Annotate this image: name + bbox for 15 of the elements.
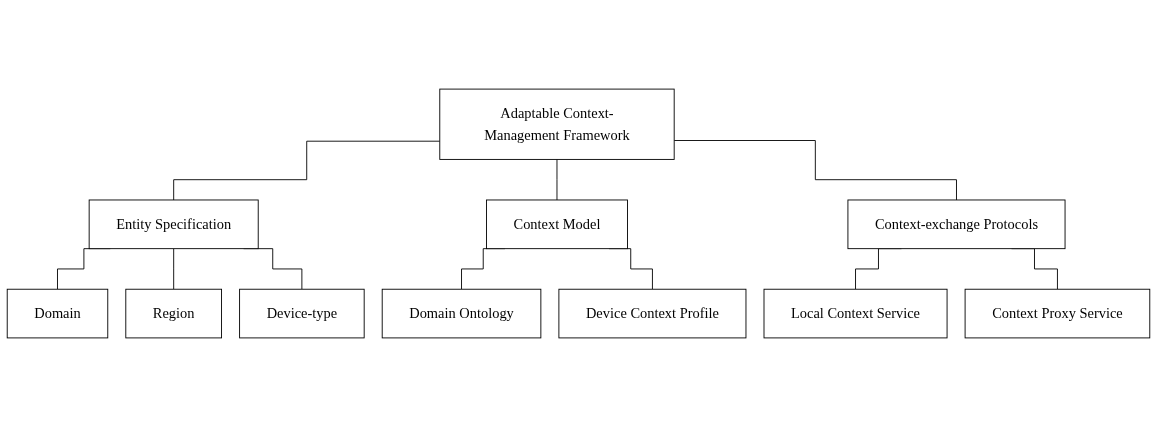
node-box: Region: [125, 288, 222, 339]
node-box: Local Context Service: [763, 288, 948, 339]
node-box: Domain Ontology: [381, 288, 542, 339]
connector: [673, 140, 957, 201]
node-box: Context-exchange Protocols: [847, 199, 1066, 250]
node-box: Domain: [6, 288, 109, 339]
node-box: Adaptable Context-Management Framework: [439, 88, 675, 160]
node-box: Device Context Profile: [558, 288, 747, 339]
connector: [556, 158, 558, 201]
node-box: Context Proxy Service: [964, 288, 1151, 339]
connector: [173, 248, 175, 290]
connector: [173, 140, 441, 201]
node-box: Context Model: [486, 199, 628, 250]
node-box: Entity Specification: [88, 199, 259, 250]
node-box: Device-type: [239, 288, 365, 339]
